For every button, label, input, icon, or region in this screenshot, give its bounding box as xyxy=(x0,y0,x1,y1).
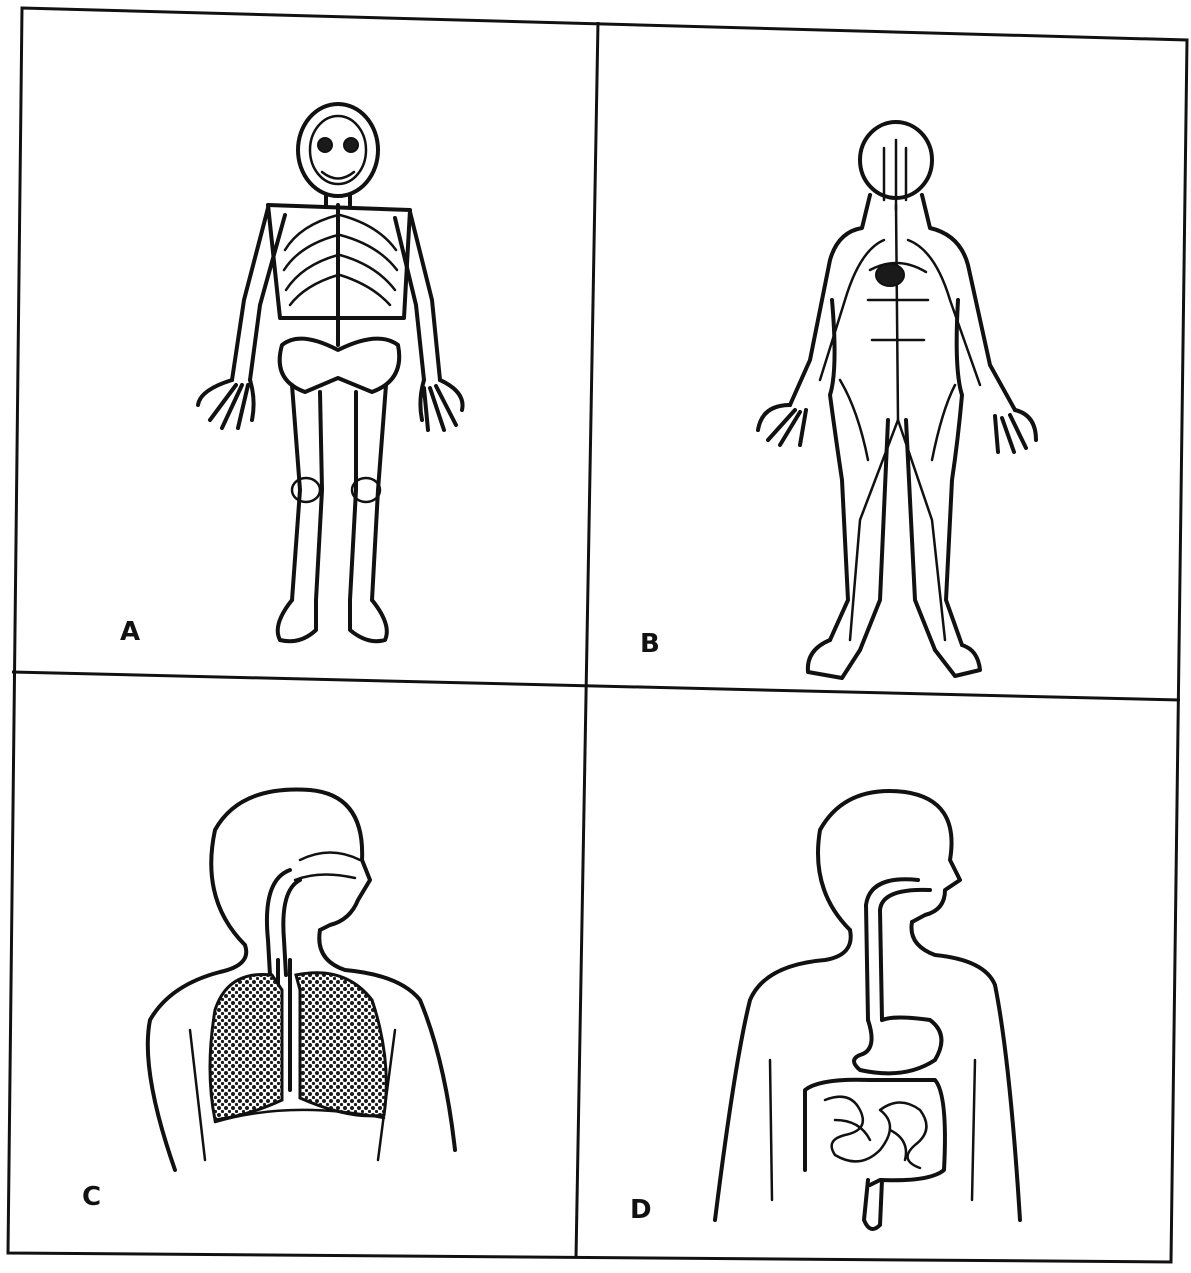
panel-c: C xyxy=(82,790,455,1213)
circulatory-figure xyxy=(758,122,1036,678)
panel-grid xyxy=(8,8,1187,1262)
panel-label-b: B xyxy=(640,629,660,659)
panel-label-c: C xyxy=(82,1182,101,1212)
panel-b: B xyxy=(640,122,1036,678)
panel-label-a: A xyxy=(120,617,140,647)
panel-a: A xyxy=(120,104,463,647)
left-lung xyxy=(210,974,282,1120)
skeleton-figure xyxy=(198,104,463,641)
panel-label-d: D xyxy=(630,1195,652,1225)
rectum xyxy=(864,1180,882,1229)
right-lung xyxy=(296,973,386,1116)
digestive-figure xyxy=(715,791,1020,1229)
respiratory-figure xyxy=(148,790,455,1171)
panel-d: D xyxy=(630,791,1020,1229)
